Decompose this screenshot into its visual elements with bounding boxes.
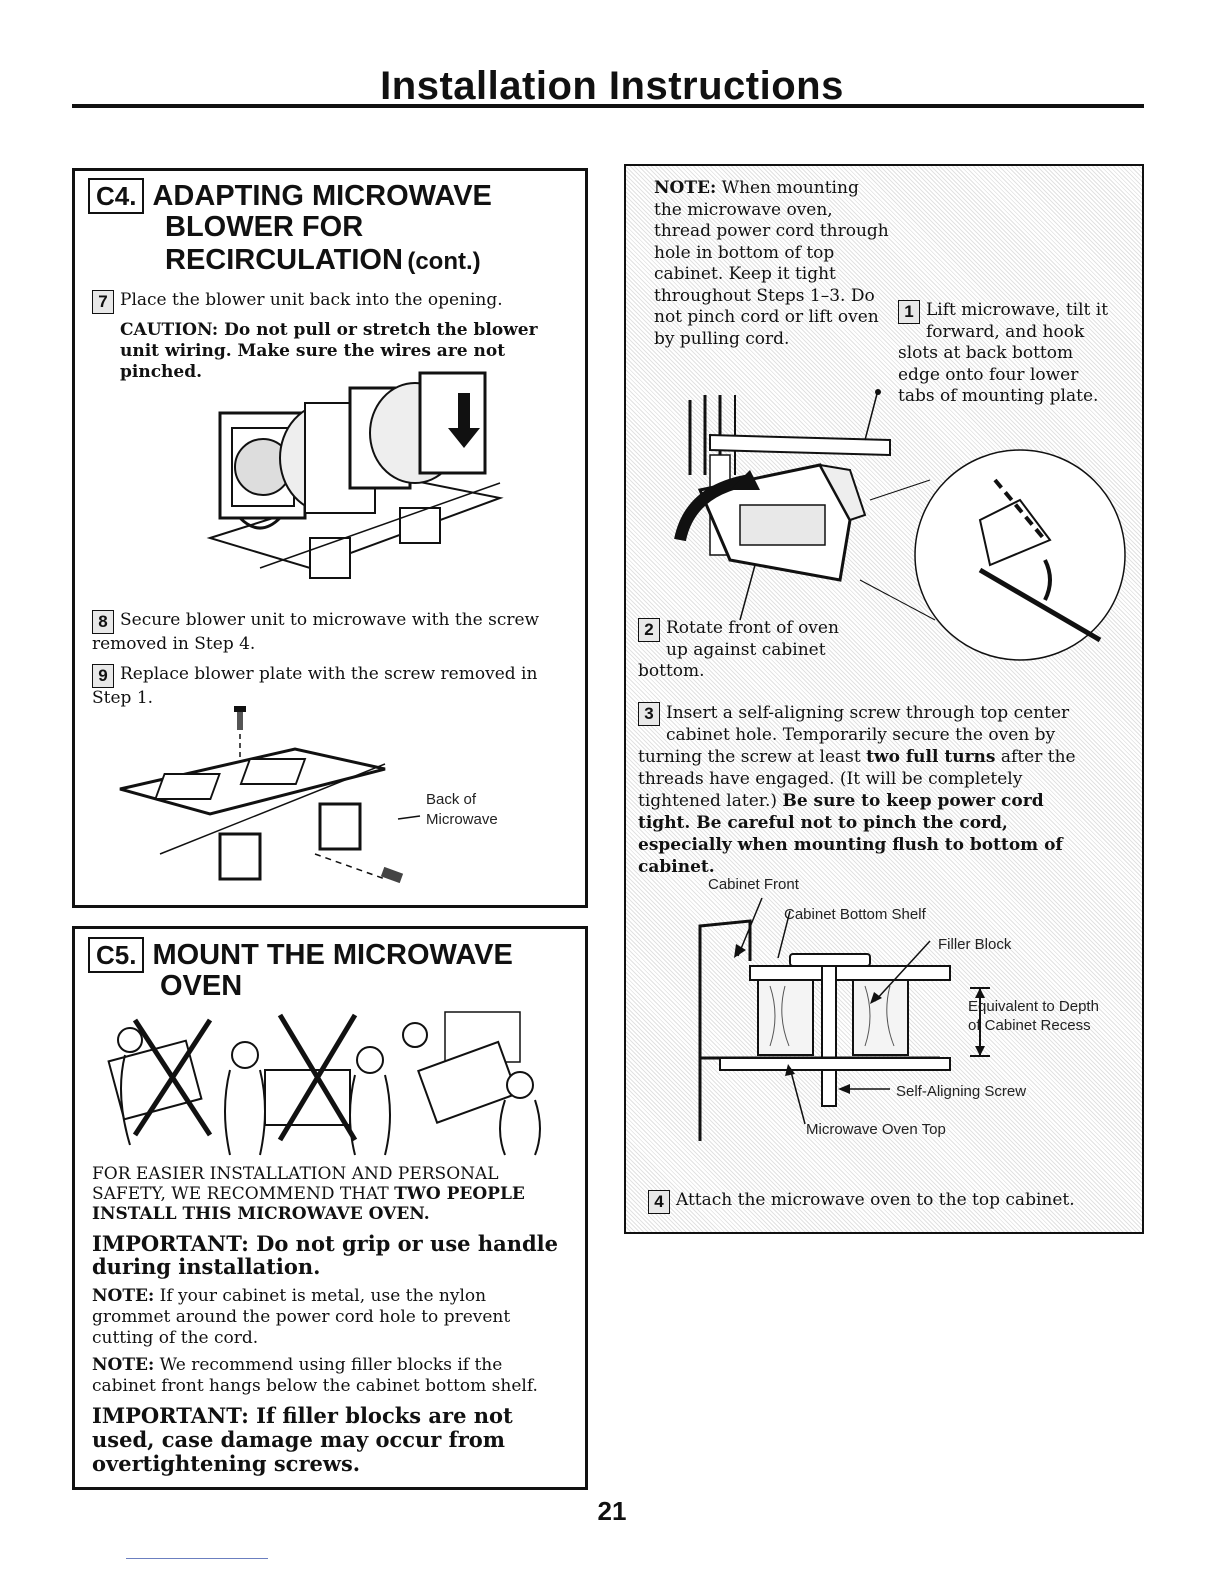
label-equivalent-2: of Cabinet Recess: [968, 1017, 1091, 1034]
c5-important2: IMPORTANT: If filler blocks are not used…: [92, 1403, 513, 1476]
step-number-badge: 7: [92, 290, 114, 314]
mount-oven-illustration: [674, 389, 1126, 661]
c4-title-cont: (cont.): [407, 248, 481, 275]
c5-important1: IMPORTANT: Do not grip or use handle dur…: [92, 1231, 558, 1279]
step3-d: Be sure to keep power cord tight. Be car…: [638, 791, 1063, 877]
c5-note1-label: NOTE:: [92, 1286, 155, 1306]
section-c5: [72, 926, 588, 1490]
title-rule: [72, 104, 1144, 108]
step-number-badge: 4: [648, 1190, 670, 1214]
right-step4: 4 Attach the microwave oven to the top ca…: [648, 1190, 1118, 1214]
page-title: Installation Instructions: [380, 64, 844, 108]
c4-heading: C4.ADAPTING MICROWAVE: [88, 178, 578, 214]
right-note: NOTE: When mounting the microwave oven, …: [654, 178, 892, 350]
c4-step7: 7 Place the blower unit back into the ope…: [92, 290, 572, 314]
c5-note2-label: NOTE:: [92, 1355, 155, 1375]
page-number: 21: [597, 1496, 627, 1526]
c5-para1: FOR EASIER INSTALLATION AND PERSONAL SAF…: [92, 1164, 562, 1224]
step1-text: Lift microwave, tilt it forward, and hoo…: [898, 300, 1109, 406]
label-filler-block: Filler Block: [938, 936, 1012, 953]
c5-note2-text: We recommend using filler blocks if the …: [92, 1355, 538, 1396]
blower-unit-illustration: [206, 371, 504, 579]
footer-rule: [126, 1558, 268, 1559]
c4-title-line1: ADAPTING MICROWAVE: [152, 180, 492, 212]
step-number-badge: 9: [92, 664, 114, 688]
step-number-badge: 2: [638, 618, 660, 642]
step3-b: two full turns: [866, 747, 996, 767]
c5-title-line2: OVEN: [160, 970, 243, 1002]
step-number-badge: 3: [638, 702, 660, 726]
section-c4: [72, 168, 588, 908]
label-microwave: Microwave: [426, 811, 498, 828]
label-cabinet-bottom-shelf: Cabinet Bottom Shelf: [784, 906, 926, 923]
step3-a: Insert a self-aligning screw through top…: [638, 703, 1070, 767]
c5-note2: NOTE: We recommend using filler blocks i…: [92, 1355, 562, 1397]
c5-note1-text: If your cabinet is metal, use the nylon …: [92, 1286, 511, 1348]
c5-note1: NOTE: If your cabinet is metal, use the …: [92, 1286, 562, 1349]
screw-icon: [234, 706, 246, 730]
label-back-of: Back of: [426, 791, 477, 808]
step4-text: Attach the microwave oven to the top cab…: [676, 1190, 1075, 1210]
blower-plate-illustration: [119, 706, 421, 884]
c5-para1-plain: FOR EASIER INSTALLATION AND PERSONAL SAF…: [92, 1164, 499, 1204]
right-note-text: When mounting the microwave oven, thread…: [654, 178, 889, 349]
step-number-badge: 8: [92, 610, 114, 634]
label-cabinet-front: Cabinet Front: [708, 876, 799, 893]
c5-title-line1: MOUNT THE MICROWAVE: [152, 939, 513, 971]
step2-text: Rotate front of oven up against cabinet …: [638, 618, 839, 681]
c5-heading: C5.MOUNT THE MICROWAVE: [88, 937, 578, 973]
label-microwave-oven-top: Microwave Oven Top: [806, 1121, 946, 1138]
step8-text: Secure blower unit to microwave with the…: [92, 610, 540, 654]
c4-badge: C4.: [88, 178, 145, 214]
label-self-aligning-screw: Self-Aligning Screw: [896, 1083, 1027, 1100]
c5-para1-bold: TWO PEOPLE INSTALL THIS MICROWAVE OVEN.: [92, 1184, 525, 1224]
right-note-label: NOTE:: [654, 178, 717, 198]
c4-title-line3-wrap: RECIRCULATION (cont.): [165, 244, 481, 278]
lifting-methods-illustration: [107, 1011, 541, 1156]
c4-title-line3: RECIRCULATION: [165, 244, 403, 276]
filler-block-diagram: [698, 897, 990, 1141]
step7-text: Place the blower unit back into the open…: [120, 290, 503, 310]
step-number-badge: 1: [898, 300, 920, 324]
c4-caution: CAUTION: Do not pull or stretch the blow…: [120, 320, 538, 382]
c5-badge: C5.: [88, 937, 145, 973]
step3-c: after the threads have engaged. (It will…: [638, 747, 1076, 811]
label-equivalent-1: Equivalent to Depth: [968, 998, 1099, 1015]
step9-text: Replace blower plate with the screw remo…: [92, 664, 538, 708]
c4-title-line2: BLOWER FOR: [165, 211, 364, 243]
